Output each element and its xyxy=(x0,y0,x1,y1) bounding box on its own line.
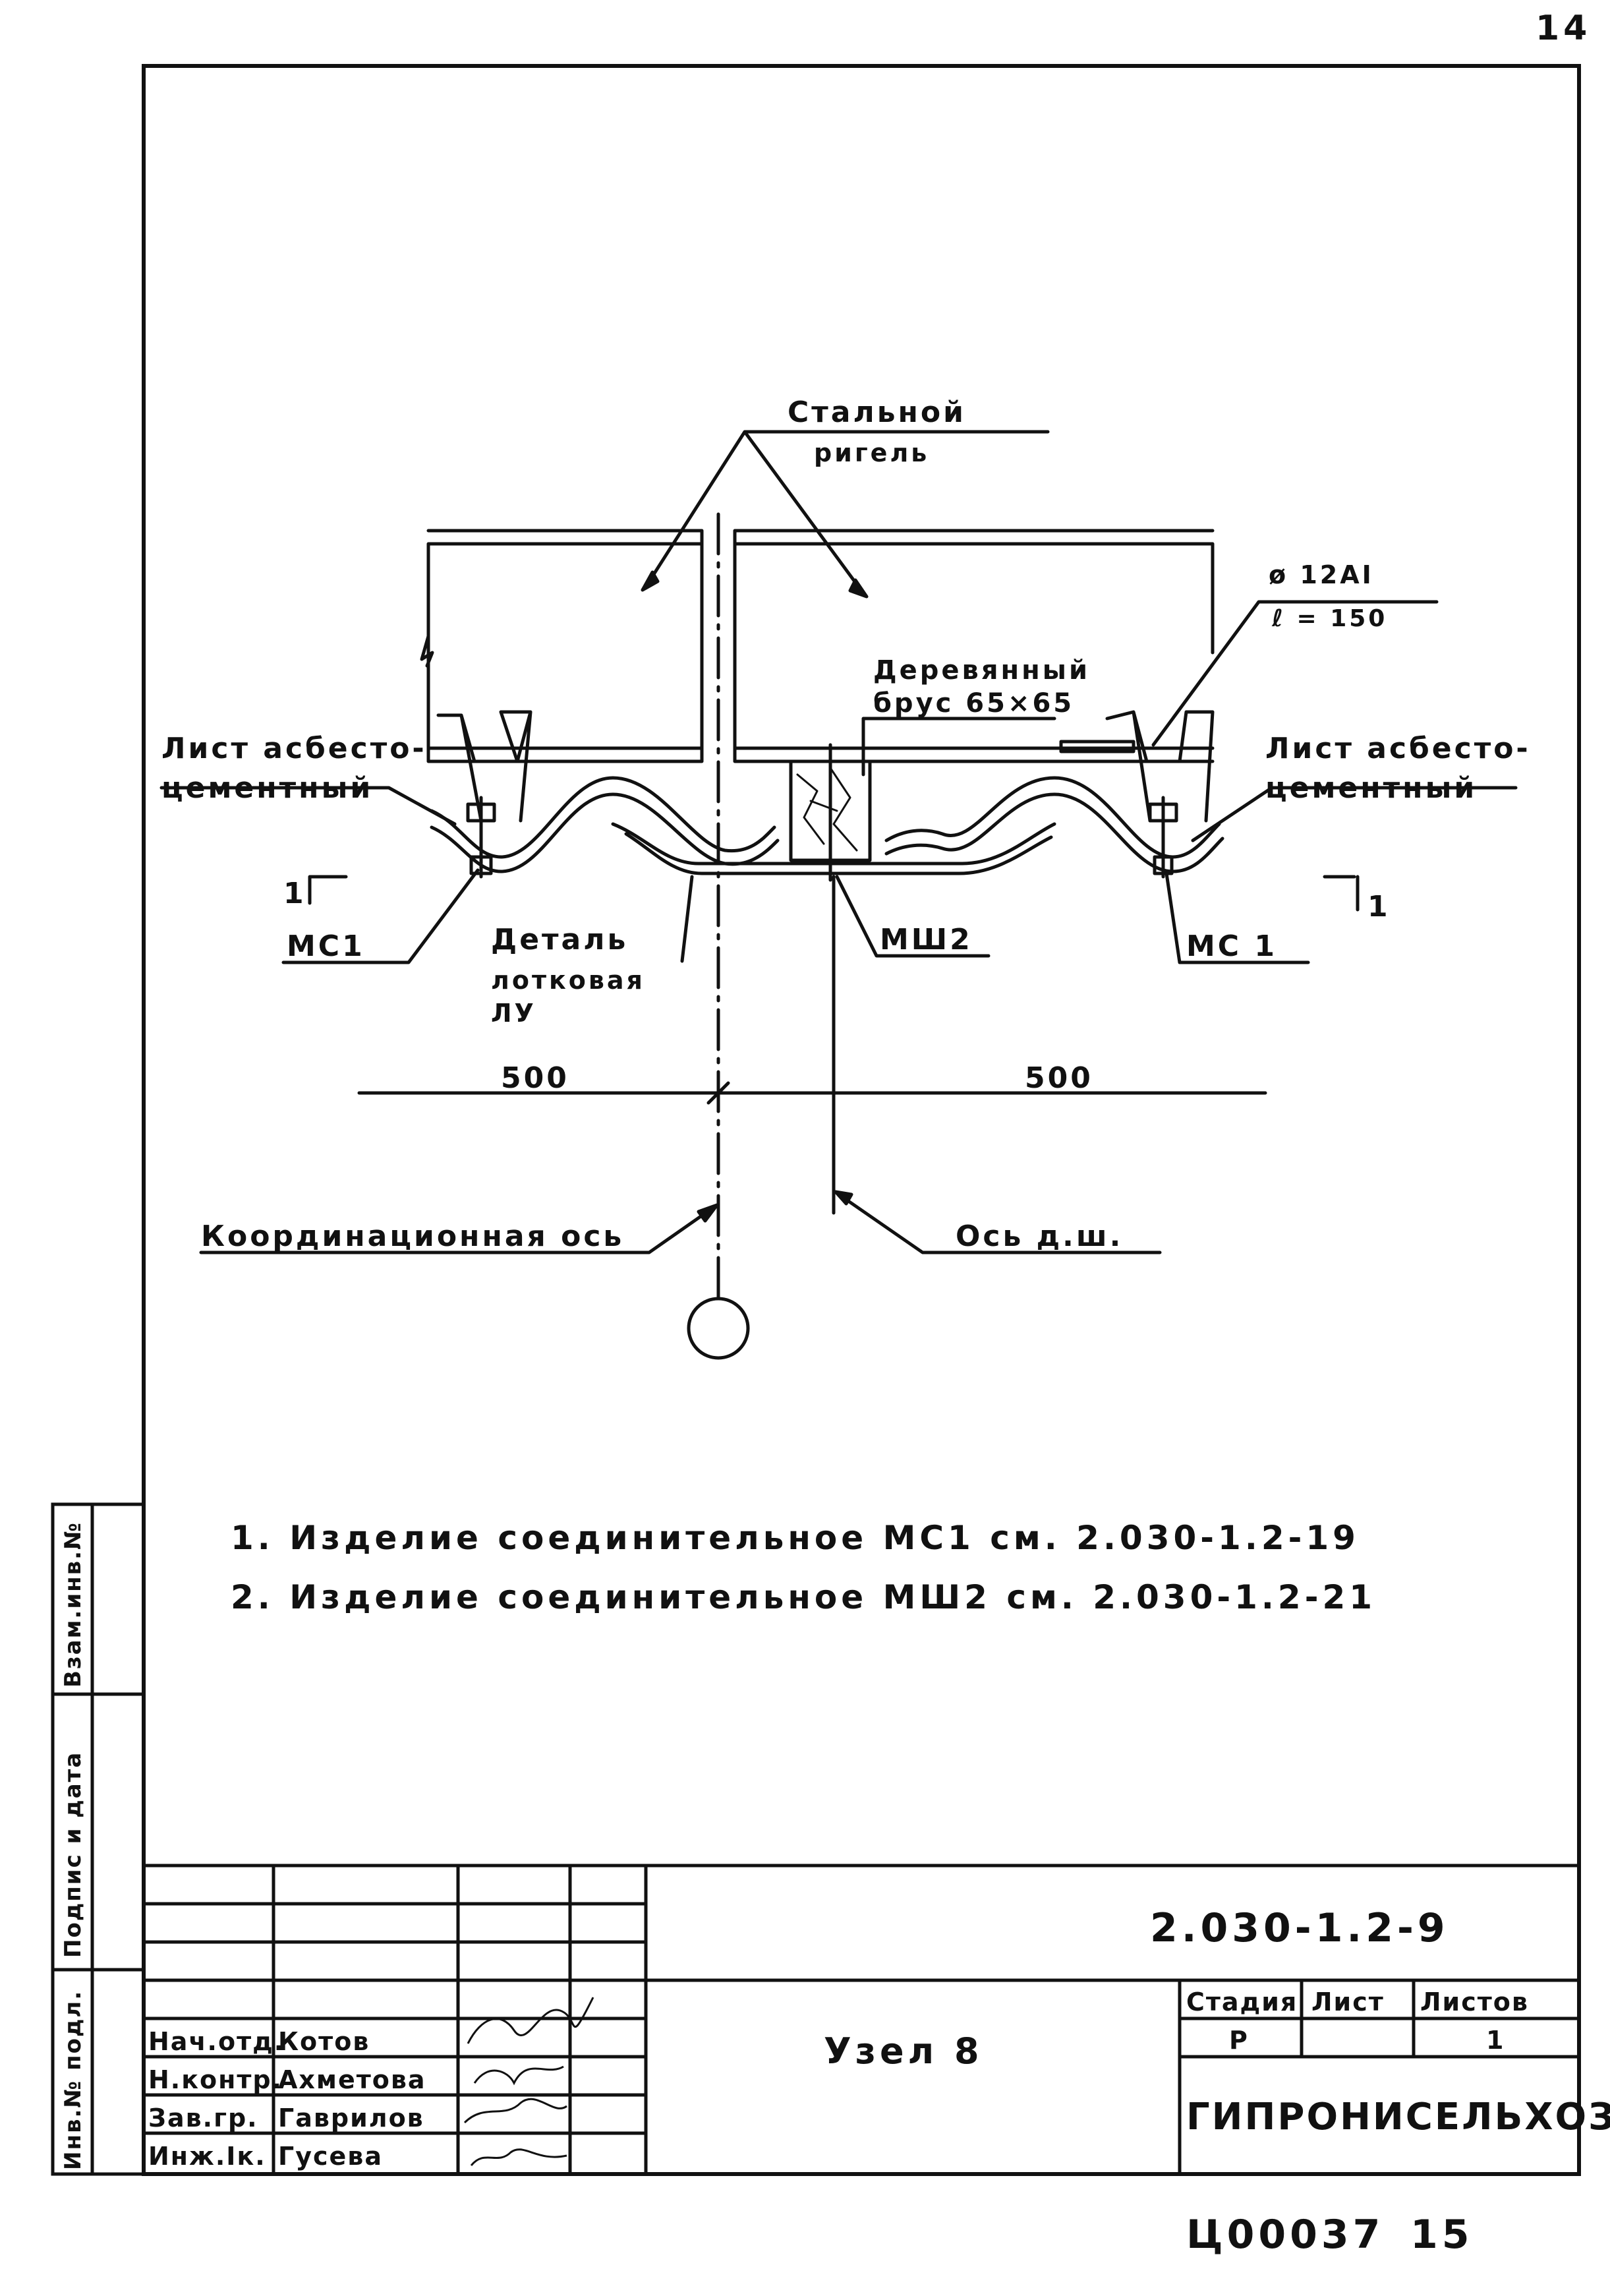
label-wood-beam-2: брус 65×65 xyxy=(873,688,1074,719)
asbestos-sheet-left xyxy=(430,776,776,859)
side-stamp-original-inv: Инв.№ подл. xyxy=(60,1990,86,2170)
signer-name: Ахметова xyxy=(278,2065,426,2094)
label-dim-left: 500 xyxy=(501,1061,569,1095)
top-page-number: 14 xyxy=(1536,9,1591,48)
side-stamp-signature-date: Подпис и дата xyxy=(60,1751,86,1958)
bracket-left xyxy=(436,710,532,823)
steel-girder-right xyxy=(733,529,1215,763)
label-asbestos-left-1: Лист асбесто- xyxy=(161,732,427,765)
bottom-page-number: 15 xyxy=(1410,2212,1474,2258)
label-steel-girder-2: ригель xyxy=(814,438,929,467)
signer-role: Инж.Iк. xyxy=(148,2142,266,2171)
handwritten-signatures xyxy=(463,1997,594,2166)
steel-girder-left xyxy=(426,529,704,763)
label-msh2: МШ2 xyxy=(880,923,973,957)
label-rod-length: ℓ = 150 xyxy=(1271,605,1387,632)
sheet-header: Лист xyxy=(1311,1987,1385,2016)
leader-rod xyxy=(1151,600,1439,747)
label-mc1-left: МС1 xyxy=(287,929,365,963)
label-tray-3: ЛУ xyxy=(491,999,536,1028)
label-tray-1: Деталь xyxy=(491,923,628,957)
wood-grain xyxy=(796,767,858,852)
organization: ГИПРОНИСЕЛЬХОЗ xyxy=(1186,2096,1610,2138)
node-8-drawing xyxy=(159,430,1518,1360)
leader-seam-axis xyxy=(835,1191,1162,1254)
label-mc1-right: МС 1 xyxy=(1186,929,1277,963)
doc-code: 2.030-1.2-9 xyxy=(1150,1905,1449,1951)
leader-asbestos-left xyxy=(159,786,457,826)
asbestos-sheet-right xyxy=(884,776,1221,859)
break-mark-left xyxy=(420,634,434,668)
bolt-left xyxy=(466,796,496,879)
signer-role: Зав.гр. xyxy=(148,2104,258,2133)
side-stamp-replace-inv: Взам.инв.№ xyxy=(60,1521,86,1688)
leader-coord-axis xyxy=(199,1204,717,1254)
label-section-left: 1 xyxy=(283,877,306,910)
label-rod-diameter: ø 12AI xyxy=(1269,560,1374,589)
leader-msh2 xyxy=(835,875,991,958)
sheet-frame xyxy=(142,64,1581,2176)
signer-role: Нач.отд. xyxy=(148,2027,285,2056)
section-mark-right xyxy=(1323,875,1360,912)
label-steel-girder-1: Стальной xyxy=(788,396,966,429)
leader-tray xyxy=(680,875,694,963)
note-1: 1. Изделие соединительное МС1 см. 2.030-… xyxy=(231,1519,1360,1557)
leader-mc1-right xyxy=(1164,871,1310,964)
side-stamp xyxy=(51,1502,146,2176)
note-2: 2. Изделие соединительное МШ2 см. 2.030-… xyxy=(231,1578,1376,1616)
axis-bubble xyxy=(687,1297,750,1360)
rod-right xyxy=(1059,740,1136,753)
stage-value: Р xyxy=(1229,2026,1249,2055)
label-wood-beam-1: Деревянный xyxy=(873,655,1090,686)
signer-name: Гаврилов xyxy=(278,2104,424,2133)
signature-icon xyxy=(473,2065,564,2086)
signer-name: Гусева xyxy=(278,2142,383,2171)
drawing-title: Узел 8 xyxy=(824,2030,983,2072)
signer-name: Котов xyxy=(278,2027,370,2056)
title-block xyxy=(144,1864,1579,2174)
sheets-header: Листов xyxy=(1420,1987,1529,2016)
label-asbestos-right-1: Лист асбесто- xyxy=(1265,732,1531,765)
drawing-labels: Стальной ригель ø 12AI ℓ = 150 Деревянны… xyxy=(161,396,1531,1253)
signature-icon xyxy=(467,1997,594,2044)
label-asbestos-left-2: цементный xyxy=(161,771,373,805)
bracket-right xyxy=(1105,710,1215,823)
signer-role: Н.контр. xyxy=(148,2065,283,2094)
leader-mc1-left xyxy=(281,868,480,964)
label-section-right: 1 xyxy=(1367,890,1391,924)
label-tray-2: лотковая xyxy=(491,966,645,995)
leader-steel-girder xyxy=(644,430,1050,595)
label-dim-right: 500 xyxy=(1025,1061,1093,1095)
stage-header: Стадия xyxy=(1186,1987,1298,2016)
sheets-value: 1 xyxy=(1486,2026,1505,2055)
signature-icon xyxy=(463,2098,567,2124)
signature-icon xyxy=(470,2148,567,2166)
bottom-code: Ц00037 xyxy=(1186,2212,1384,2258)
label-seam-axis: Ось д.ш. xyxy=(956,1220,1123,1253)
section-mark-left xyxy=(308,875,348,905)
leader-wood-beam xyxy=(861,717,1056,777)
bolt-right xyxy=(1148,796,1178,879)
label-coord-axis: Координационная ось xyxy=(201,1220,624,1253)
leader-asbestos-right xyxy=(1191,786,1518,842)
label-asbestos-right-2: цементный xyxy=(1265,771,1477,805)
